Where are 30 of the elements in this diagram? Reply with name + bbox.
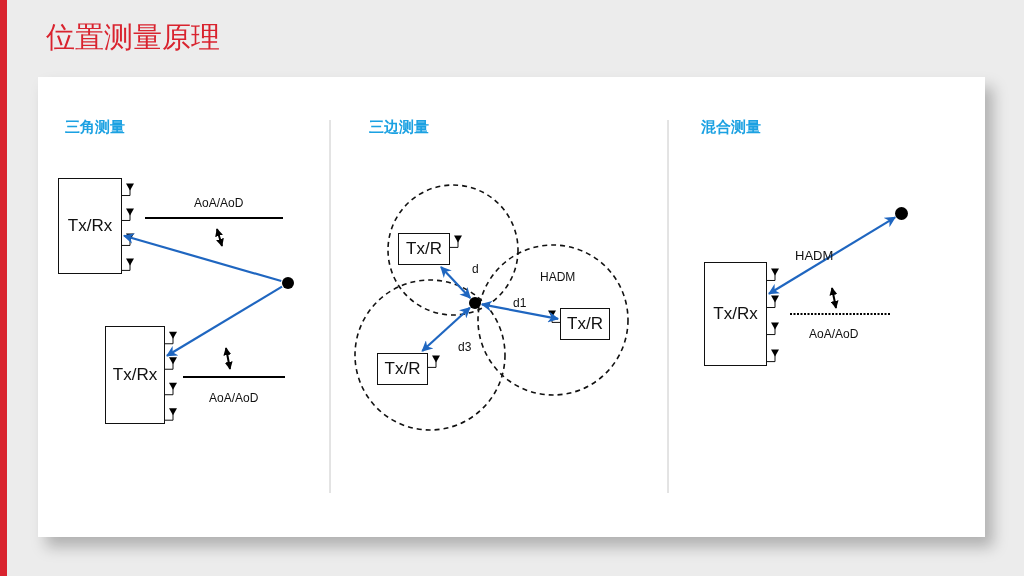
technique-label: HADM — [540, 270, 576, 284]
transceiver-box — [377, 353, 428, 385]
edge-label: HADM — [795, 248, 834, 263]
transceiver-box — [58, 178, 122, 274]
device-label: Tx/R — [566, 314, 604, 334]
device-label: Tx/R — [405, 239, 443, 259]
device-label: Tx/R — [383, 359, 422, 379]
device-label: Tx/Rx — [712, 304, 759, 324]
arrow — [166, 285, 283, 357]
angle-label: AoA/AoD — [209, 391, 259, 405]
panel-heading: 混合测量 — [701, 118, 761, 137]
transceiver-box — [704, 262, 767, 366]
transceiver-box — [105, 326, 165, 424]
panel-heading: 三边测量 — [369, 118, 429, 137]
device-label: Tx/Rx — [111, 365, 159, 385]
transceiver-box — [560, 308, 610, 340]
arrow — [122, 233, 282, 283]
transceiver-box — [398, 233, 450, 265]
arrow — [480, 300, 560, 323]
edge-label: d1 — [513, 296, 527, 310]
edge-label: d3 — [458, 340, 472, 354]
arrow — [421, 306, 471, 352]
edge-label: d — [472, 262, 479, 276]
panel-heading: 三角测量 — [65, 118, 125, 137]
arrow — [768, 216, 897, 295]
angle-label: AoA/AoD — [194, 196, 244, 210]
angle-label: AoA/AoD — [809, 327, 859, 341]
slide-title: 位置测量原理 — [46, 19, 220, 56]
arrow — [440, 266, 471, 299]
device-label: Tx/Rx — [66, 216, 114, 236]
